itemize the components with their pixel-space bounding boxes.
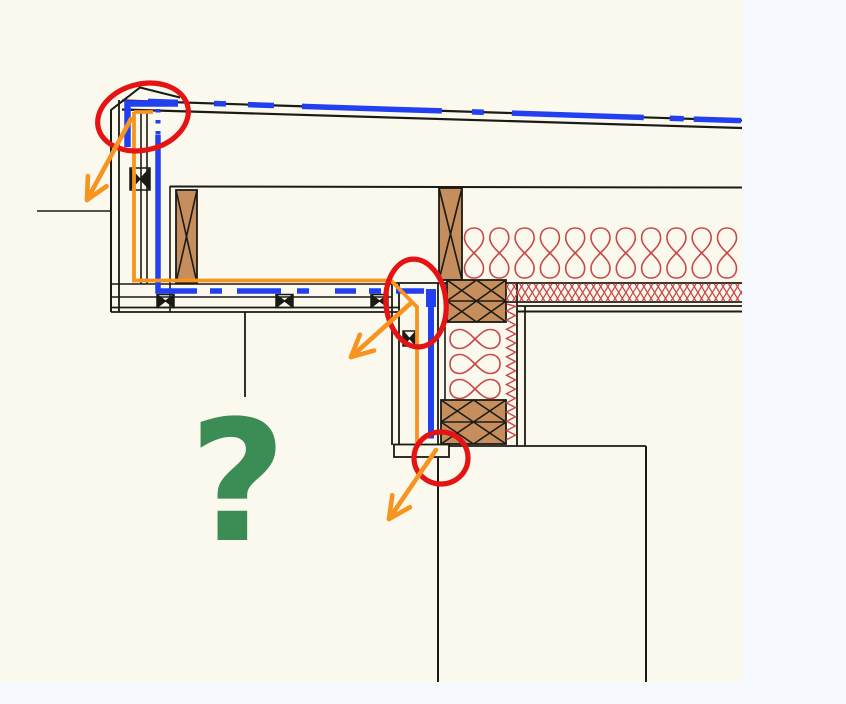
sealant-zigzag-strip [504, 303, 518, 441]
crosshatch-insulation-band [506, 283, 742, 302]
arrowhead-icon [348, 348, 377, 360]
batt-glyph [449, 328, 501, 350]
annotation-circle [95, 80, 191, 154]
batt-glyph [514, 227, 535, 279]
wood-stud [438, 187, 463, 281]
black-linework [37, 86, 743, 682]
wood-stud [175, 189, 198, 284]
batt-glyph [463, 227, 485, 279]
arrowhead-icon [84, 173, 91, 203]
batt-glyph [590, 227, 611, 279]
annotation-circle [383, 256, 449, 350]
arrowhead-icon [386, 492, 395, 522]
batt-glyph [449, 353, 501, 375]
arrowhead-icon [84, 183, 109, 203]
annotation-layer [84, 80, 471, 522]
air-barrier-roof-dashed-line [147, 98, 742, 124]
blocking-square [275, 293, 294, 309]
roof-deck-bottom-line [121, 108, 743, 130]
air-barrier-left-wall-line [155, 135, 176, 294]
arrowhead-icon [386, 504, 413, 522]
air-barrier-fascia-wrap [124, 100, 178, 147]
annotation-arrow [84, 116, 134, 203]
batt-glyph [716, 227, 738, 279]
batt-glyph [640, 227, 662, 279]
batt-glyph [691, 227, 713, 279]
blocking-square [156, 293, 175, 309]
wood-beam [440, 399, 507, 445]
batt-glyph [488, 227, 510, 279]
bottom-plate [393, 443, 450, 458]
batt-glyph [539, 227, 561, 279]
batt-insulation-knee-wall [449, 328, 501, 400]
annotation-arrow [386, 447, 439, 522]
annotation-arrow [348, 300, 414, 360]
question-mark: ? [189, 384, 287, 580]
batt-insulation-attic [463, 227, 738, 279]
annotation-circle [411, 429, 471, 487]
batt-glyph [615, 227, 637, 279]
batt-glyph [666, 227, 687, 279]
attic-floor-line [169, 185, 743, 189]
wood-beam [446, 279, 507, 323]
batt-glyph [564, 227, 586, 279]
batt-glyph [449, 378, 501, 400]
blue-air-barrier [124, 98, 742, 439]
arrowhead-icon [348, 332, 363, 360]
